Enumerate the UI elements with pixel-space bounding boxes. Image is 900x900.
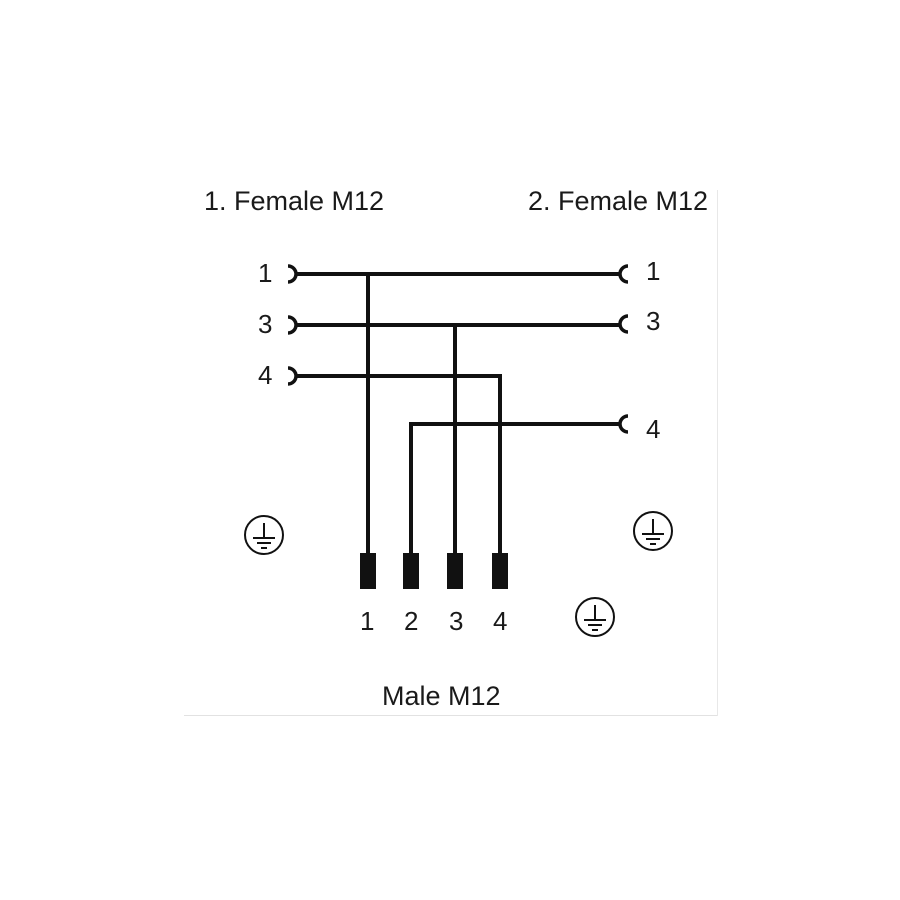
female-socket-icon [287, 264, 298, 284]
wire-left-pin4 [296, 374, 502, 556]
female-connector-1-title: 1. Female M12 [204, 186, 384, 216]
frame-border-right [717, 190, 718, 716]
female-socket-icon [287, 366, 298, 386]
male-pin-label: 4 [493, 606, 507, 636]
female1-pin-label: 1 [258, 258, 272, 288]
ground-symbol-icon [244, 515, 284, 555]
female-socket-icon [618, 264, 629, 284]
frame-border-bottom [184, 715, 718, 716]
male-connector-title: Male M12 [382, 681, 501, 711]
female2-pin-label: 1 [646, 256, 660, 286]
female-socket-icon [618, 314, 629, 334]
ground-symbol-icon [633, 511, 673, 551]
male-pin-label: 3 [449, 606, 463, 636]
female1-pin-label: 3 [258, 309, 272, 339]
female1-pin-label: 4 [258, 360, 272, 390]
female-socket-icon [618, 414, 629, 434]
male-pin-icon [492, 553, 508, 589]
male-pin-label: 2 [404, 606, 418, 636]
male-pin-icon [360, 553, 376, 589]
male-pin-icon [447, 553, 463, 589]
female2-pin-label: 3 [646, 306, 660, 336]
ground-symbol-icon [575, 597, 615, 637]
female-socket-icon [287, 315, 298, 335]
male-pin-icon [403, 553, 419, 589]
wire-right-pin4-to-male-pin2 [409, 422, 620, 556]
male-pin-label: 1 [360, 606, 374, 636]
female-connector-2-title: 2. Female M12 [528, 186, 708, 216]
female2-pin-label: 4 [646, 414, 660, 444]
